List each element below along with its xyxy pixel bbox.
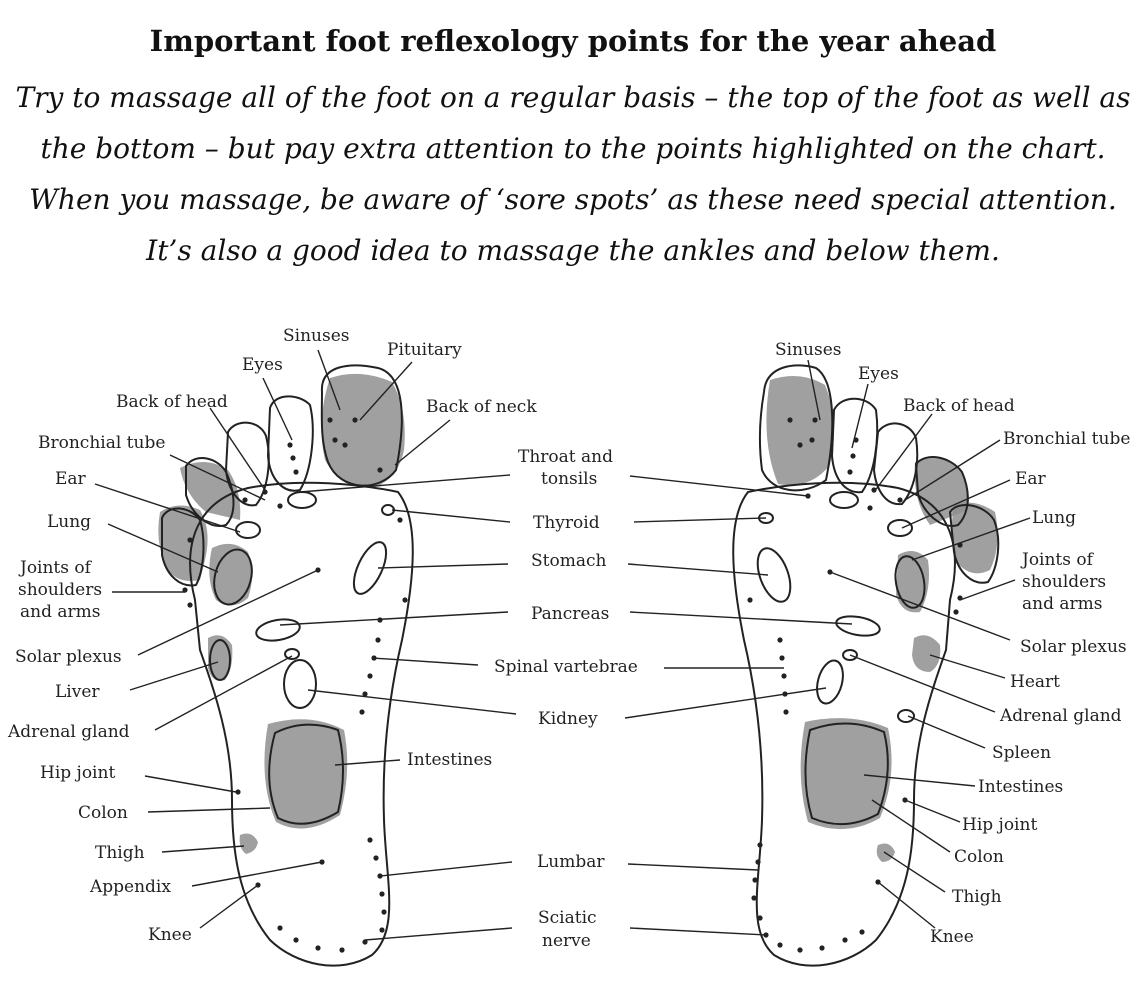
- label-sciatic-2: nerve: [542, 931, 591, 951]
- label-lung-right: Lung: [1032, 508, 1076, 528]
- label-joints-right-1: Joints of: [1020, 550, 1095, 570]
- label-adrenal-gland-left: Adrenal gland: [7, 722, 130, 742]
- label-intestines-left: Intestines: [407, 750, 492, 770]
- intro-line: It’s also a good idea to massage the ank…: [146, 234, 1000, 267]
- label-solar-plexus-left: Solar plexus: [15, 647, 122, 667]
- label-spleen-right: Spleen: [992, 743, 1051, 763]
- label-bronchial-tube-left: Bronchial tube: [38, 433, 165, 453]
- left-foot-outline: [189, 481, 414, 967]
- label-throat-1: Throat and: [518, 447, 613, 467]
- label-lumbar: Lumbar: [537, 852, 605, 872]
- label-joints-left-1: Joints of: [18, 558, 93, 578]
- label-eyes-right: Eyes: [858, 364, 899, 384]
- label-stomach: Stomach: [531, 551, 606, 571]
- label-appendix-left: Appendix: [89, 877, 171, 897]
- label-adrenal-gland-right: Adrenal gland: [999, 706, 1122, 726]
- label-joints-left-3: and arms: [20, 602, 100, 622]
- right-foot-labels: Sinuses Eyes Back of head Bronchial tube…: [775, 340, 1130, 947]
- label-eyes-left: Eyes: [242, 355, 283, 375]
- right-foot-shaded-zones: [766, 376, 998, 862]
- label-lung-left: Lung: [47, 512, 91, 532]
- label-sciatic-1: Sciatic: [538, 908, 597, 928]
- label-ear-right: Ear: [1015, 469, 1047, 489]
- label-joints-right-2: shoulders: [1022, 572, 1106, 592]
- intro-line: Try to massage all of the foot on a regu…: [15, 81, 1131, 114]
- label-joints-left-2: shoulders: [18, 580, 102, 600]
- label-knee-right: Knee: [930, 927, 974, 947]
- label-thyroid: Thyroid: [533, 513, 600, 533]
- leader-lines: [94, 349, 1031, 941]
- label-spinal-vartebrae: Spinal vartebrae: [494, 657, 638, 677]
- intro-line: the bottom – but pay extra attention to …: [40, 132, 1106, 165]
- center-labels: Throat and tonsils Thyroid Stomach Pancr…: [407, 447, 638, 951]
- left-foot: [158, 364, 414, 967]
- label-sinuses-right: Sinuses: [775, 340, 842, 360]
- left-foot-shaded-zones: [158, 373, 405, 854]
- label-kidney: Kidney: [538, 709, 598, 729]
- right-foot: [732, 364, 1000, 967]
- intro-text: Try to massage all of the foot on a regu…: [0, 72, 1146, 276]
- label-colon-right: Colon: [954, 847, 1004, 867]
- label-pituitary-left: Pituitary: [387, 340, 462, 360]
- label-intestines-right: Intestines: [978, 777, 1063, 797]
- label-hip-joint-left: Hip joint: [40, 763, 115, 783]
- right-foot-outline: [732, 481, 956, 967]
- label-pancreas: Pancreas: [531, 604, 609, 624]
- label-back-of-head-right: Back of head: [903, 396, 1015, 416]
- label-back-of-head-left: Back of head: [116, 392, 228, 412]
- label-throat-2: tonsils: [541, 469, 597, 489]
- label-hip-joint-right: Hip joint: [962, 815, 1037, 835]
- label-liver-left: Liver: [55, 682, 100, 702]
- label-joints-right-3: and arms: [1022, 594, 1102, 614]
- label-sinuses-left: Sinuses: [283, 326, 350, 346]
- label-colon-left: Colon: [78, 803, 128, 823]
- intro-line: When you massage, be aware of ‘sore spot…: [29, 183, 1117, 216]
- left-foot-labels: Sinuses Pituitary Eyes Back of head Back…: [7, 326, 537, 945]
- page-title: Important foot reflexology points for th…: [149, 24, 997, 58]
- label-solar-plexus-right: Solar plexus: [1020, 637, 1127, 657]
- label-thigh-right: Thigh: [952, 887, 1002, 907]
- label-thigh-left: Thigh: [95, 843, 145, 863]
- label-back-of-neck-left: Back of neck: [426, 397, 537, 417]
- label-heart-right: Heart: [1010, 672, 1060, 692]
- label-ear-left: Ear: [55, 469, 87, 489]
- label-knee-left: Knee: [148, 925, 192, 945]
- label-bronchial-tube-right: Bronchial tube: [1003, 429, 1130, 449]
